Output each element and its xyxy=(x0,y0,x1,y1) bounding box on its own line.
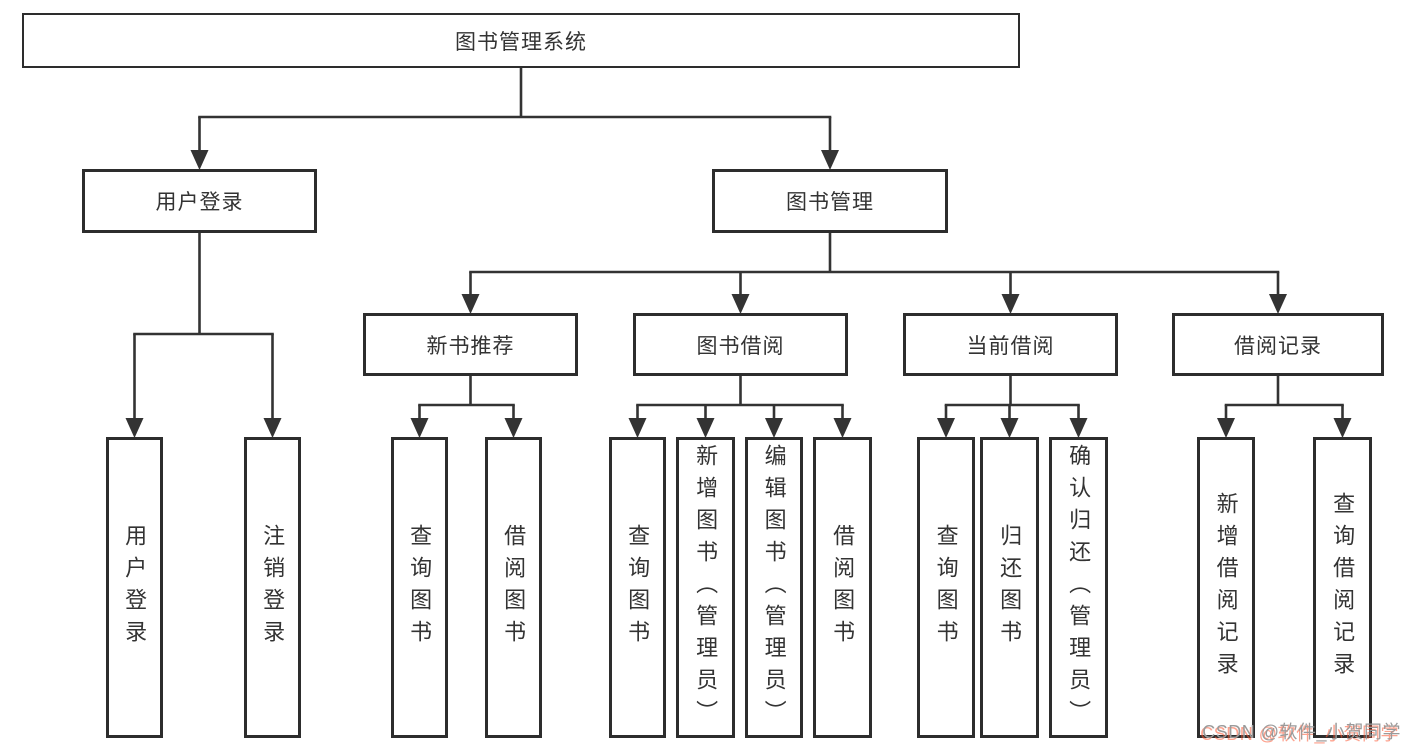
node-book-management-label: 图书管理 xyxy=(786,191,874,214)
node-user-login-label: 用户登录 xyxy=(155,191,244,214)
node-user-login: 用户登录 xyxy=(82,169,317,233)
leaf-user-login-label: 用户登录 xyxy=(122,523,148,652)
leaf-borrow-book-2-label: 借阅图书 xyxy=(830,523,856,652)
leaf-query-book-1: 查询图书 xyxy=(391,437,448,738)
node-root-label: 图书管理系统 xyxy=(455,30,587,54)
leaf-query-borrow-record-label: 查询借阅记录 xyxy=(1330,491,1356,684)
node-root: 图书管理系统 xyxy=(22,13,1020,68)
leaf-edit-book-admin: 编辑图书（管理员） xyxy=(745,437,803,738)
leaf-query-book-2: 查询图书 xyxy=(609,437,666,738)
node-book-management: 图书管理 xyxy=(712,169,948,233)
leaf-user-login: 用户登录 xyxy=(106,437,163,738)
leaf-edit-book-admin-label: 编辑图书（管理员） xyxy=(761,443,787,732)
leaf-add-book-admin: 新增图书（管理员） xyxy=(676,437,735,738)
watermark-text: CSDN @软件_小贺同学 xyxy=(1202,722,1401,742)
leaf-add-borrow-record-label: 新增借阅记录 xyxy=(1213,491,1239,684)
leaf-borrow-book-1-label: 借阅图书 xyxy=(501,523,527,652)
node-book-borrow-label: 图书借阅 xyxy=(696,334,785,358)
leaf-logout-label: 注销登录 xyxy=(260,523,286,652)
node-new-book-recommend-label: 新书推荐 xyxy=(426,334,515,358)
node-borrow-record: 借阅记录 xyxy=(1172,313,1384,376)
leaf-query-book-3-label: 查询图书 xyxy=(933,523,959,652)
leaf-return-book-label: 归还图书 xyxy=(997,523,1023,652)
node-borrow-record-label: 借阅记录 xyxy=(1234,334,1322,358)
node-book-borrow: 图书借阅 xyxy=(633,313,848,376)
leaf-query-book-3: 查询图书 xyxy=(917,437,975,738)
leaf-borrow-book-1: 借阅图书 xyxy=(485,437,542,738)
leaf-add-borrow-record: 新增借阅记录 xyxy=(1197,437,1255,738)
node-new-book-recommend: 新书推荐 xyxy=(363,313,578,376)
node-current-borrow: 当前借阅 xyxy=(903,313,1118,376)
leaf-query-borrow-record: 查询借阅记录 xyxy=(1313,437,1372,738)
leaf-query-book-1-label: 查询图书 xyxy=(407,523,433,652)
leaf-query-book-2-label: 查询图书 xyxy=(625,523,651,652)
leaf-confirm-return-admin: 确认归还（管理员） xyxy=(1049,437,1108,738)
leaf-confirm-return-admin-label: 确认归还（管理员） xyxy=(1066,443,1092,732)
node-current-borrow-label: 当前借阅 xyxy=(966,334,1055,358)
leaf-return-book: 归还图书 xyxy=(980,437,1039,738)
leaf-add-book-admin-label: 新增图书（管理员） xyxy=(693,443,719,732)
leaf-borrow-book-2: 借阅图书 xyxy=(813,437,872,738)
leaf-logout: 注销登录 xyxy=(244,437,301,738)
